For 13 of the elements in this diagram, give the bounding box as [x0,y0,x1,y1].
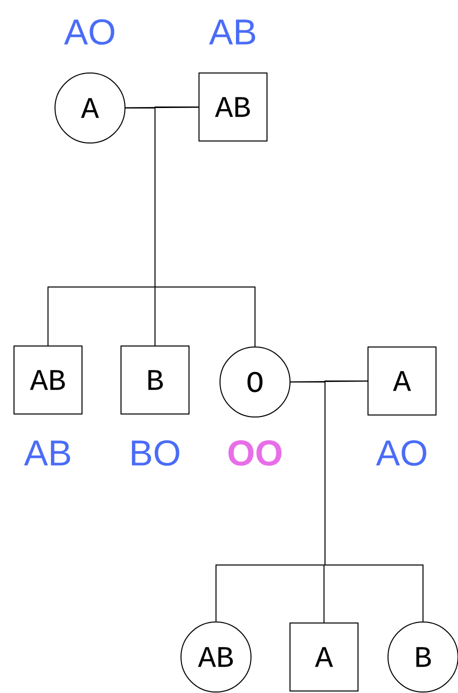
person-square: A [368,346,436,416]
person-square: AB [14,346,82,414]
genotype-label: AB [209,20,256,44]
person-square: A [290,622,358,692]
descent-line [324,380,424,622]
person-square: B [120,346,190,414]
descent-line [154,106,256,347]
genotype-label: BO [132,440,180,466]
person-square: AB [198,72,268,142]
genotype-label: AO [376,440,426,466]
genotype-label: AO [64,19,114,45]
genotype-label: AB [24,440,70,466]
genotype-label: OO [228,440,282,466]
